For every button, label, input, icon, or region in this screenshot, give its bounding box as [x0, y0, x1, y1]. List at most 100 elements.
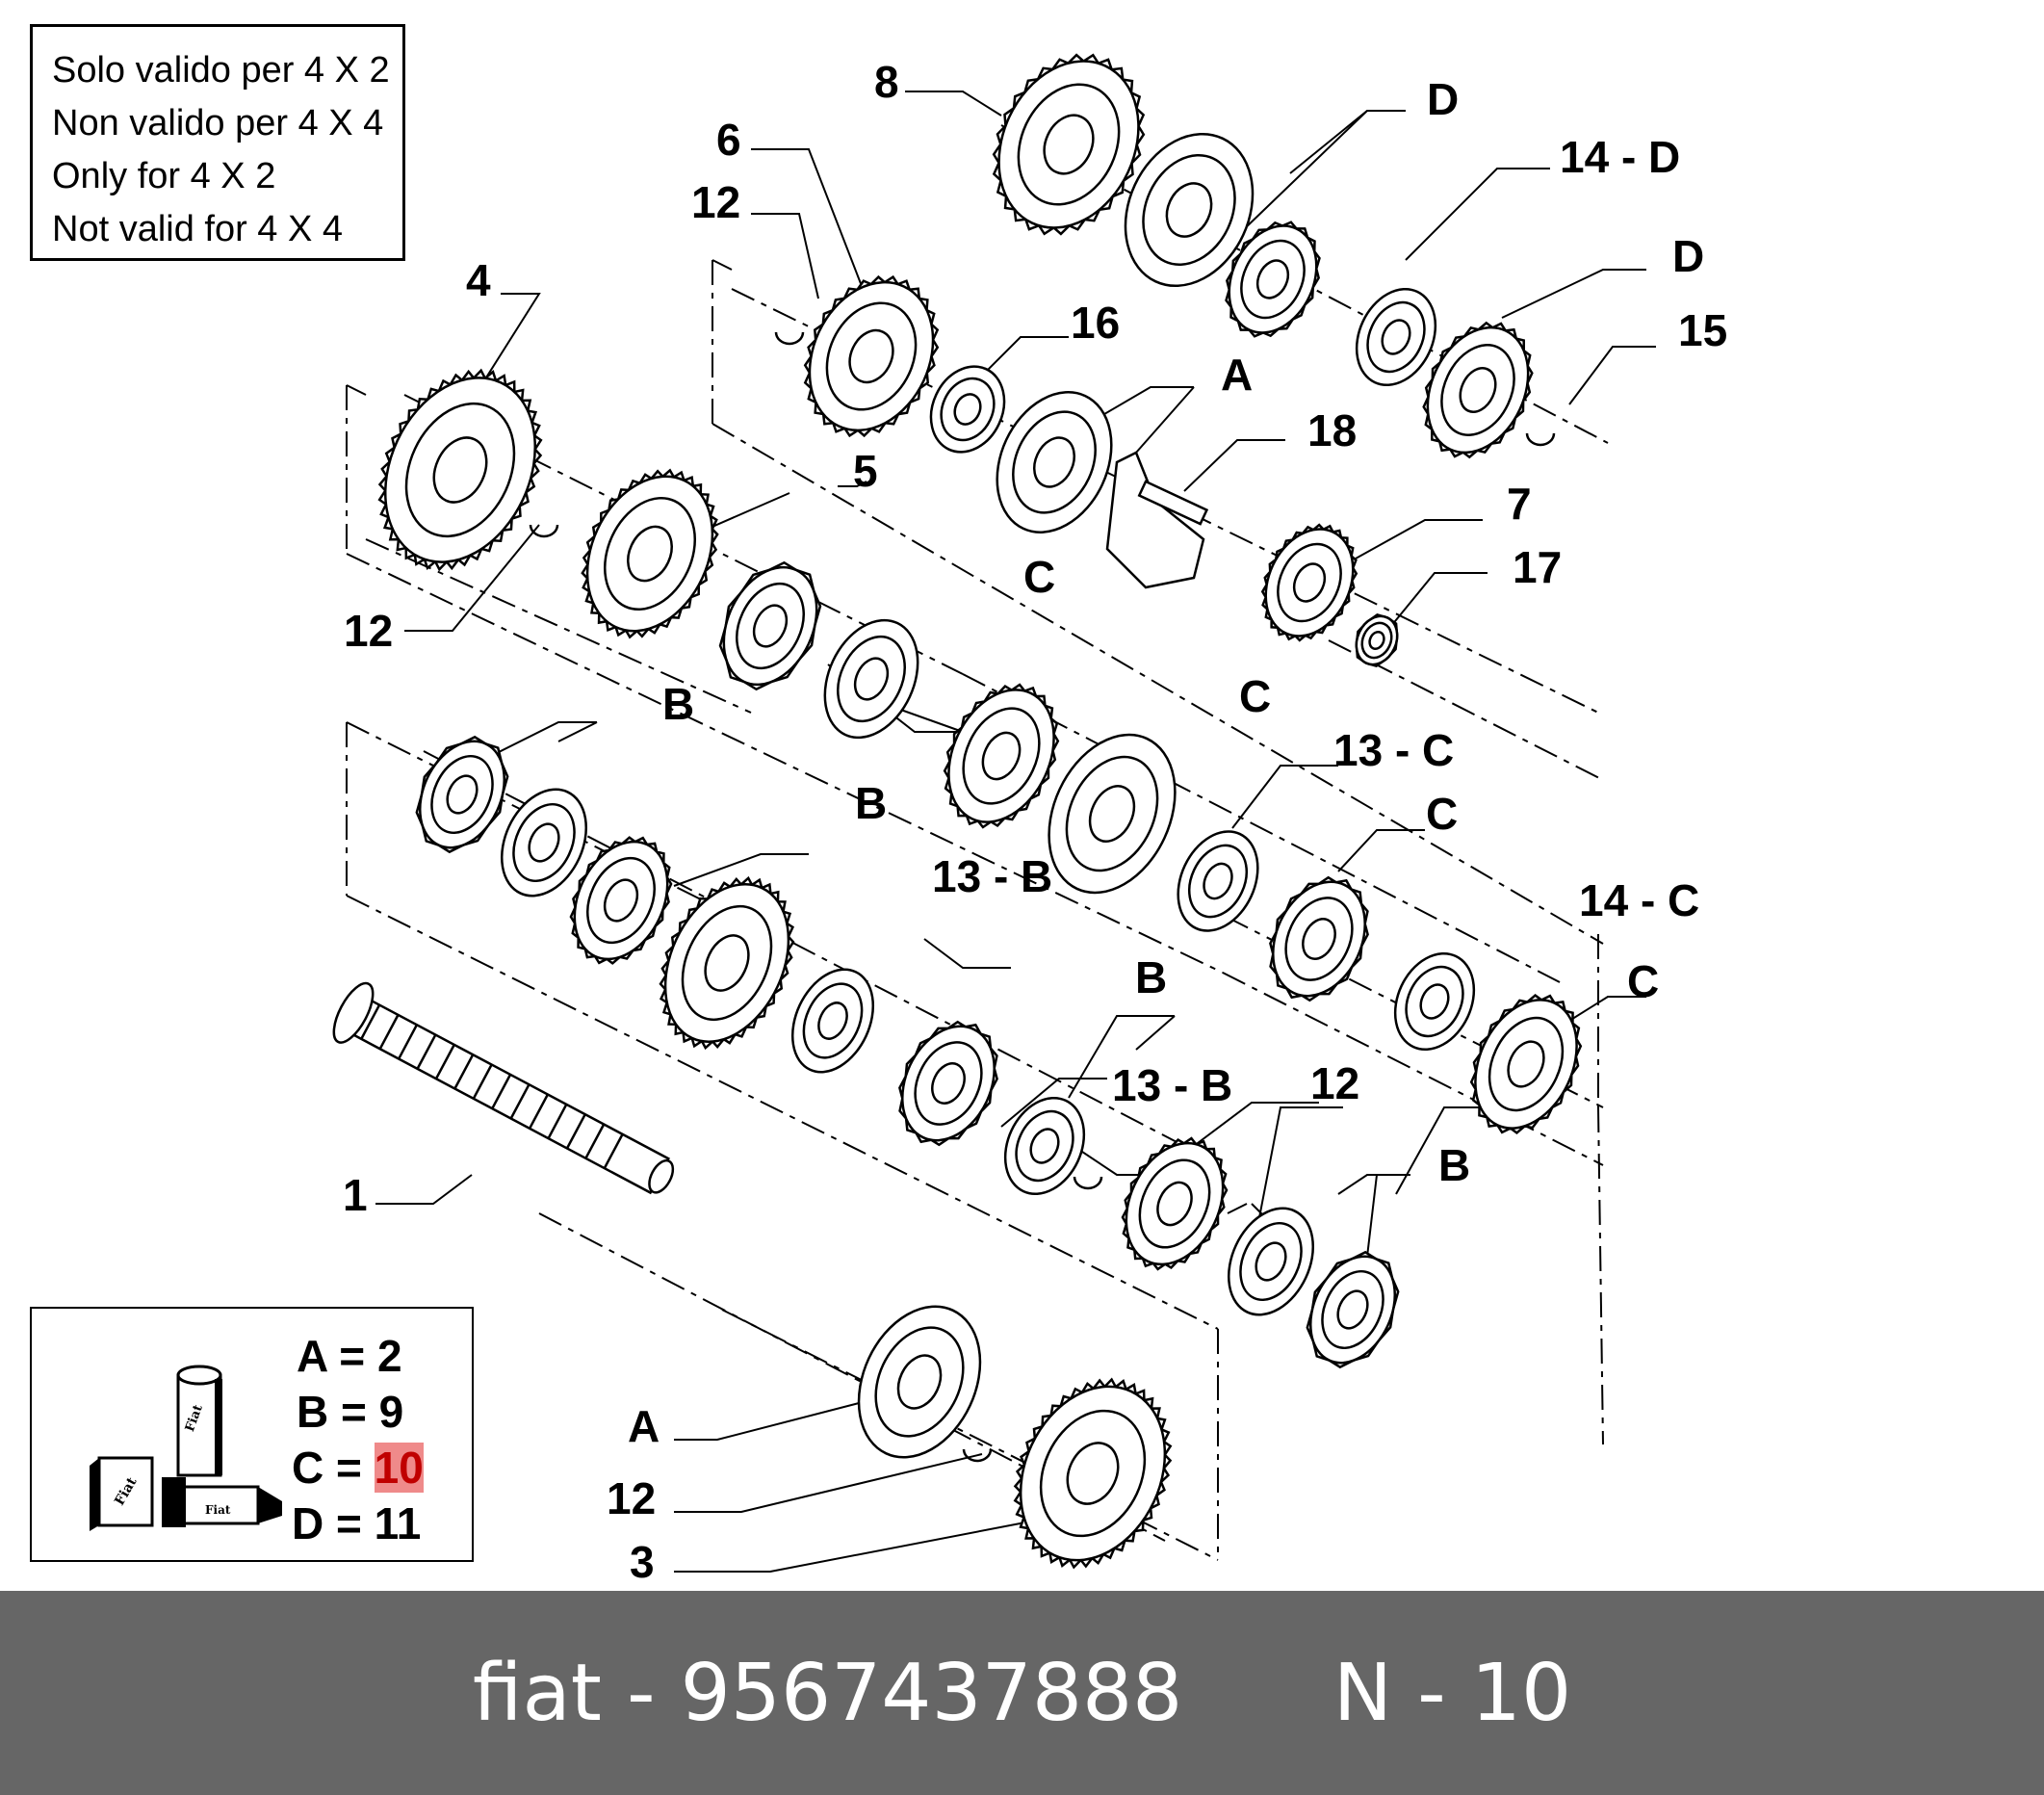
dashed-outline — [712, 259, 733, 271]
legend-key: B — [297, 1387, 329, 1437]
legend-eq: = — [336, 1498, 362, 1548]
leader-line — [1000, 1078, 1107, 1128]
part-callout: 17 — [1513, 542, 1563, 592]
part-callout: 12 — [607, 1473, 657, 1523]
gear-4 — [377, 368, 543, 572]
legend-key: D — [292, 1498, 324, 1548]
leader-line — [1227, 1203, 1248, 1214]
leader-line — [905, 91, 1002, 117]
leader-line — [1366, 1174, 1378, 1258]
sync-hub-d — [1225, 221, 1321, 338]
legend-value: 9 — [378, 1387, 404, 1437]
legend-eq: = — [339, 1331, 366, 1381]
nut-17 — [1355, 613, 1399, 667]
legend-row-b: B = 9 — [297, 1386, 403, 1438]
leader-line — [1390, 572, 1488, 627]
legend-value: 2 — [376, 1331, 402, 1381]
note-line: Non valido per 4 X 4 — [52, 103, 384, 143]
dashed-outline — [365, 538, 752, 714]
hub-b — [898, 1020, 998, 1147]
part-callout: 13 - B — [932, 851, 1053, 901]
input-shaft — [332, 981, 675, 1195]
leader-line — [1135, 1015, 1176, 1051]
leader-line — [894, 707, 964, 733]
leader-line — [751, 148, 867, 299]
dashed-outline — [346, 384, 367, 396]
part-callout: 8 — [874, 57, 899, 107]
leader-line — [1501, 269, 1646, 319]
circlip-15 — [1525, 432, 1556, 447]
leader-line — [1337, 829, 1425, 872]
leader-line — [375, 1174, 473, 1205]
leader-line — [673, 853, 809, 887]
spring-13b-1 — [790, 968, 875, 1074]
part-callout: 14 - D — [1560, 132, 1681, 182]
sync-ring-b-3 — [1227, 1207, 1315, 1316]
part-callout: D — [1672, 231, 1705, 281]
gear-6 — [803, 274, 940, 438]
leader-line — [674, 1453, 983, 1513]
leader-line — [404, 524, 540, 632]
note-line: Not valid for 4 X 4 — [52, 209, 344, 249]
circlip-12-left — [529, 524, 559, 538]
part-callout: 12 — [1310, 1058, 1360, 1108]
leader-line — [838, 481, 867, 487]
gear-8 — [992, 53, 1146, 236]
leader-line — [1231, 765, 1338, 829]
part-callout: C — [1426, 789, 1459, 839]
footer-separator: - — [601, 1647, 681, 1739]
validity-note-box: Solo valido per 4 X 2 Non valido per 4 X… — [30, 24, 405, 261]
blocker-ring-b — [569, 836, 673, 965]
part-callout: B — [855, 778, 888, 828]
footer-caption-bar: fiat - 9567437888 N - 10 — [0, 1591, 2044, 1795]
leader-line — [1568, 346, 1656, 405]
legend-value: 11 — [374, 1498, 422, 1548]
leader-line — [1289, 110, 1406, 174]
spring-ring-14d — [1355, 287, 1437, 387]
sync-ring-c-1 — [718, 560, 822, 691]
part-callout: C — [1239, 671, 1272, 721]
legend-eq: = — [341, 1387, 367, 1437]
ring-c — [1469, 993, 1583, 1135]
part-callout: 16 — [1071, 298, 1121, 348]
note-line: Solo valido per 4 X 2 — [52, 50, 390, 91]
circlip-12-top — [774, 331, 805, 346]
gear-7 — [1260, 523, 1358, 642]
leader-line — [1241, 110, 1368, 232]
part-callout: 3 — [630, 1537, 655, 1587]
part-callout: 18 — [1307, 405, 1358, 455]
leader-line — [557, 721, 598, 742]
part-callout: 15 — [1678, 305, 1728, 355]
leader-line — [1087, 386, 1194, 425]
part-callout: 7 — [1507, 479, 1532, 529]
part-callout: 6 — [716, 115, 741, 165]
blocker-ring-d — [1422, 321, 1534, 459]
spring-13b-2 — [1003, 1096, 1086, 1196]
leader-line — [923, 938, 1011, 969]
sync-ring-c-2 — [823, 618, 919, 740]
leader-line — [1337, 1174, 1410, 1195]
leader-line — [751, 213, 819, 299]
leader-line — [1183, 439, 1285, 492]
footer-part-number: 9567437888 — [680, 1647, 1183, 1739]
part-callout: A — [628, 1401, 660, 1451]
leader-line — [480, 721, 597, 762]
part-callout: 12 — [344, 606, 394, 656]
part-callout: B — [662, 679, 695, 729]
footer-ref: N - 10 — [1332, 1647, 1572, 1739]
hub-c — [1269, 875, 1369, 1002]
sync-ring-d — [1124, 132, 1255, 288]
note-line: Only for 4 X 2 — [52, 156, 276, 196]
fiat-parts-kit-icon: Fiat Fiat Fiat — [90, 1365, 282, 1531]
leader-line — [674, 1521, 1031, 1573]
part-callout: 12 — [691, 177, 741, 227]
leader-line — [1405, 168, 1550, 261]
svg-text:Fiat: Fiat — [205, 1503, 231, 1517]
legend-row-c: C = 10 — [292, 1442, 424, 1494]
leader-line — [1395, 1106, 1492, 1195]
part-callout: 14 - C — [1579, 875, 1700, 925]
axis-line — [962, 673, 1561, 983]
dashed-outline — [712, 423, 1604, 945]
dashed-outline — [346, 895, 1219, 1330]
part-callout: 4 — [466, 255, 491, 305]
